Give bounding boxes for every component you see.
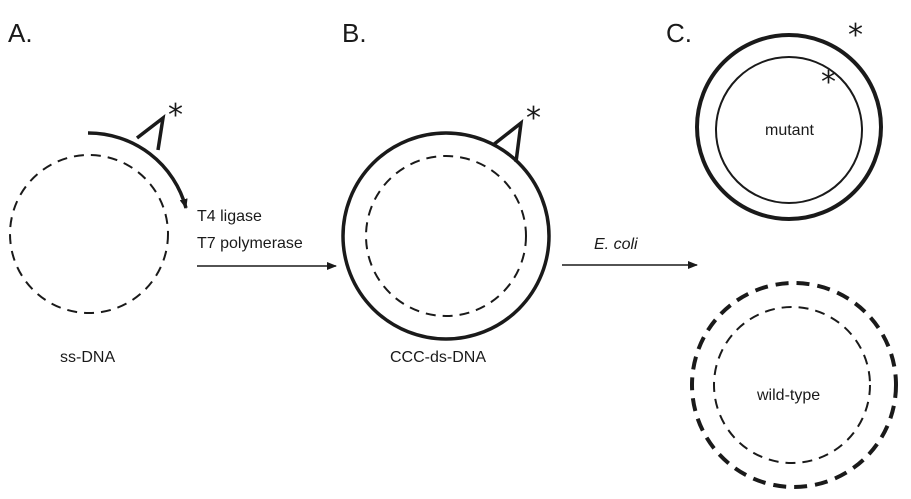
- mutation-star-c-outer: *: [848, 18, 863, 53]
- mutation-star-c-inner: *: [821, 65, 836, 100]
- mutation-star-a: *: [168, 98, 183, 133]
- wildtype-label: wild-type: [756, 387, 820, 404]
- wildtype-outer-strand: [690, 281, 898, 489]
- arrow1-label-line2: T7 polymerase: [197, 235, 303, 252]
- panel-a-caption: ss-DNA: [60, 349, 115, 366]
- primer-mismatch-loop: [135, 113, 166, 151]
- ds-dna-mismatch-loop: [491, 118, 524, 163]
- wildtype-inner-strand: [713, 306, 871, 464]
- panel-b-letter: B.: [342, 18, 367, 48]
- arrow1-label-line1: T4 ligase: [197, 208, 262, 225]
- ss-dna-circle: [9, 154, 169, 314]
- primer-strand: [87, 131, 188, 209]
- ds-dna-template-strand: [365, 155, 527, 317]
- arrow2-label: E. coli: [594, 236, 638, 253]
- mutation-star-b: *: [526, 101, 541, 136]
- panel-b-caption: CCC-ds-DNA: [390, 349, 486, 366]
- panel-c-letter: C.: [666, 18, 692, 48]
- mutant-outer-strand: [695, 33, 883, 221]
- ds-dna-outer-strand: [341, 131, 551, 341]
- mutant-inner-strand: [715, 56, 863, 204]
- panel-a-letter: A.: [8, 18, 33, 48]
- mutant-label: mutant: [765, 122, 814, 139]
